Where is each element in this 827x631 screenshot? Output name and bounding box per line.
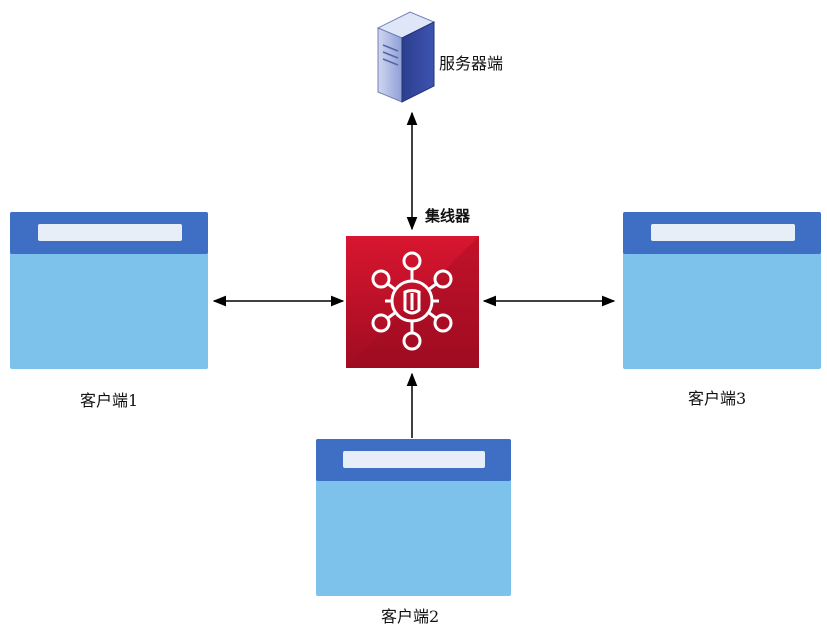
client1-window bbox=[10, 212, 208, 369]
client1-label: 客户端1 bbox=[80, 391, 139, 410]
client2-label: 客户端2 bbox=[381, 607, 440, 626]
server-label: 服务器端 bbox=[439, 54, 504, 73]
client3-window bbox=[623, 212, 821, 369]
client3-label: 客户端3 bbox=[688, 389, 747, 408]
hub-label: 集线器 bbox=[425, 207, 471, 225]
server-icon bbox=[376, 11, 436, 103]
client2-window bbox=[316, 439, 511, 596]
hub-icon bbox=[346, 236, 479, 368]
